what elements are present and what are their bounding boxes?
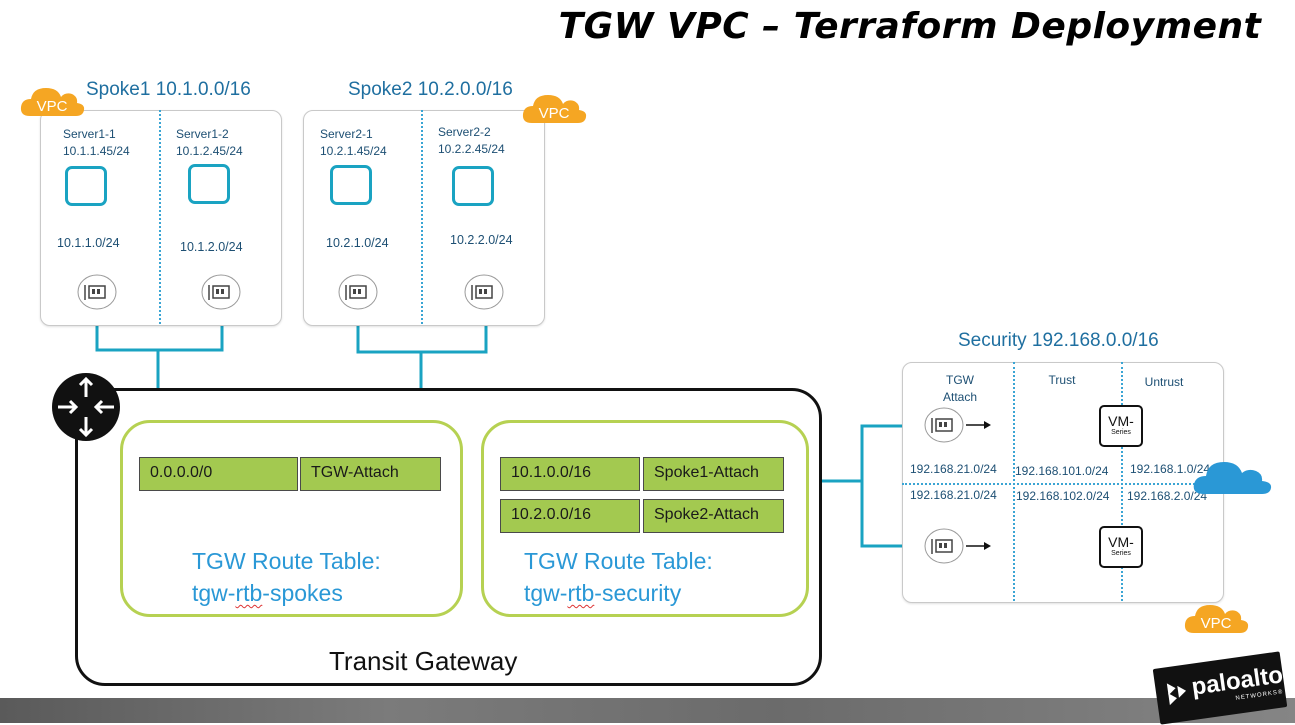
zone-trust: Trust bbox=[1048, 373, 1076, 387]
route-dest-cell[interactable]: 10.2.0.0/16 bbox=[500, 499, 640, 533]
security-divider bbox=[1121, 362, 1123, 601]
subnet-label: 192.168.2.0/24 bbox=[1127, 489, 1208, 503]
spokes-rtb-label: TGW Route Table: tgw-rtb-spokes bbox=[192, 548, 381, 606]
server1-1-instance[interactable] bbox=[65, 166, 107, 206]
subnet-label: 192.168.101.0/24 bbox=[1015, 464, 1109, 478]
server2-2-subnet: 10.2.2.0/24 bbox=[450, 233, 513, 247]
nic-icon bbox=[338, 274, 378, 310]
server2-1-instance[interactable] bbox=[330, 165, 372, 205]
nic-icon bbox=[464, 274, 504, 310]
server2-2-instance[interactable] bbox=[452, 166, 494, 206]
security-title: Security 192.168.0.0/16 bbox=[958, 330, 1159, 351]
page-title: TGW VPC – Terraform Deployment bbox=[558, 6, 1262, 47]
server2-1-subnet: 10.2.1.0/24 bbox=[326, 236, 389, 250]
spoke2-title: Spoke2 10.2.0.0/16 bbox=[348, 79, 513, 100]
security-rtb-label: TGW Route Table: tgw-rtb-security bbox=[524, 548, 713, 606]
nic-icon bbox=[77, 274, 117, 310]
footer-band bbox=[0, 698, 1295, 723]
subnet-label: 192.168.102.0/24 bbox=[1016, 489, 1110, 503]
zone-untrust: Untrust bbox=[1144, 375, 1184, 389]
subnet-label: 192.168.21.0/24 bbox=[910, 488, 997, 502]
svg-text:VPC: VPC bbox=[37, 98, 68, 115]
security-branch-connector bbox=[860, 424, 923, 548]
security-vpc-box bbox=[902, 362, 1224, 603]
spoke1-title: Spoke1 10.1.0.0/16 bbox=[86, 79, 251, 100]
paloalto-logo: paloalto NETWORKS® bbox=[1152, 651, 1288, 725]
svg-text:VPC: VPC bbox=[539, 105, 570, 122]
transit-gateway-label: Transit Gateway bbox=[329, 646, 518, 676]
subnet-label: 192.168.1.0/24 bbox=[1130, 462, 1211, 476]
security-divider bbox=[1013, 362, 1015, 601]
route-dest-cell[interactable]: 0.0.0.0/0 bbox=[139, 457, 298, 491]
nic-icon bbox=[201, 274, 241, 310]
router-icon bbox=[52, 373, 120, 441]
internet-cloud-icon bbox=[1193, 462, 1272, 494]
server1-2-instance[interactable] bbox=[188, 164, 230, 204]
nic-icon bbox=[924, 407, 991, 443]
route-target-cell[interactable]: TGW-Attach bbox=[300, 457, 441, 491]
security-az-divider bbox=[902, 483, 1222, 485]
vm-series-firewall[interactable]: VM-Series bbox=[1099, 405, 1143, 447]
vpc-cloud-icon: VPC bbox=[20, 88, 85, 116]
paloalto-logo-icon bbox=[1166, 683, 1187, 706]
route-dest-cell[interactable]: 10.1.0.0/16 bbox=[500, 457, 640, 491]
vpc-cloud-icon: VPC bbox=[1184, 605, 1249, 633]
nic-icon bbox=[924, 528, 991, 564]
svg-text:VPC: VPC bbox=[1201, 615, 1232, 632]
server1-2-subnet: 10.1.2.0/24 bbox=[180, 240, 243, 254]
route-target-cell[interactable]: Spoke1-Attach bbox=[643, 457, 784, 491]
server1-1-subnet: 10.1.1.0/24 bbox=[57, 236, 120, 250]
vpc-cloud-icon: VPC bbox=[522, 95, 587, 123]
vm-series-firewall[interactable]: VM-Series bbox=[1099, 526, 1143, 568]
route-target-cell[interactable]: Spoke2-Attach bbox=[643, 499, 784, 533]
tgw-rtb-spokes bbox=[120, 420, 463, 617]
spoke2-subnet-divider bbox=[421, 110, 423, 324]
subnet-label: 192.168.21.0/24 bbox=[910, 462, 997, 476]
spoke1-subnet-divider bbox=[159, 110, 161, 324]
